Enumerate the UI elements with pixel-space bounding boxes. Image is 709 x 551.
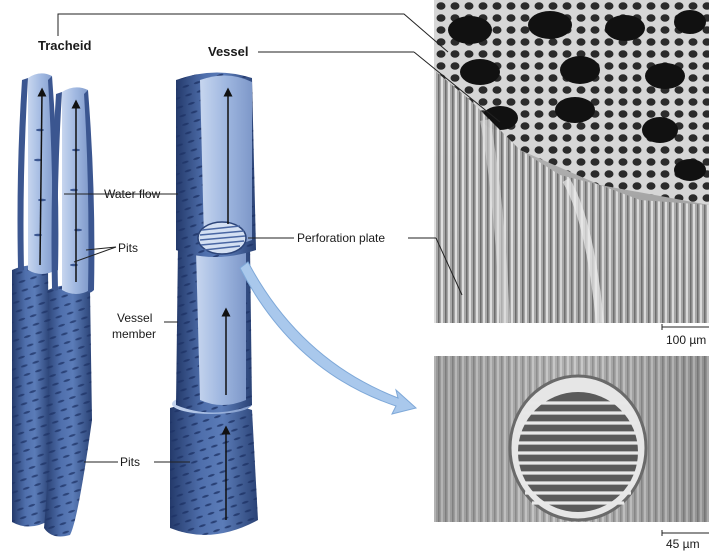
micrograph-bottom [434, 356, 709, 522]
scale-label-top: 100 µm [666, 333, 706, 347]
leader-lines [58, 14, 500, 462]
label-pits-upper: Pits [118, 241, 138, 255]
label-vessel-member-line1: Vessel [117, 311, 152, 325]
vessel-illustration [170, 72, 258, 534]
label-pits-lower: Pits [120, 455, 140, 469]
label-water-flow: Water flow [104, 187, 161, 201]
label-tracheid: Tracheid [38, 38, 92, 53]
label-perforation-plate: Perforation plate [297, 231, 385, 245]
micrograph-top [434, 0, 709, 323]
tracheid-illustration [12, 73, 94, 536]
label-vessel: Vessel [208, 44, 249, 59]
scale-label-bottom: 45 µm [666, 537, 700, 551]
label-vessel-member-line2: member [112, 327, 156, 341]
callout-arrow [240, 262, 416, 414]
